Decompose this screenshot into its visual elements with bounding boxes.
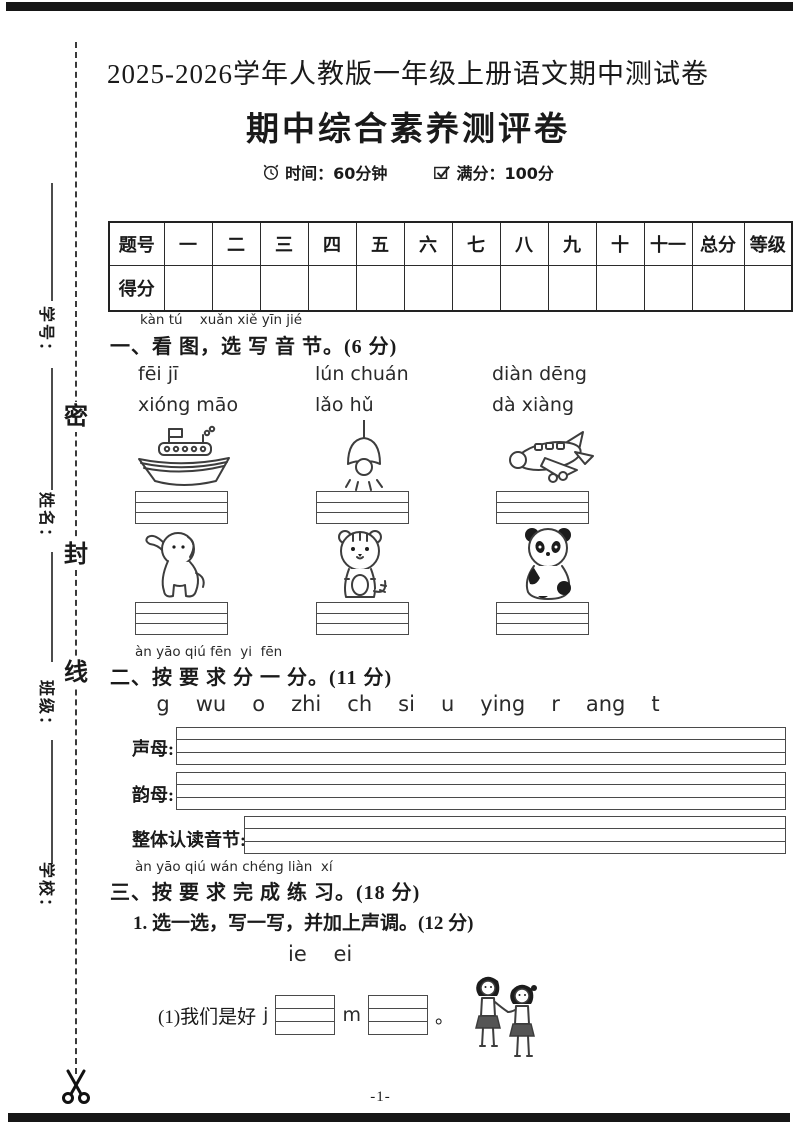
- answer-grid-panda: [496, 602, 589, 635]
- score-table-header-cell: 八: [499, 221, 549, 266]
- class-blank-line: [51, 552, 53, 662]
- score-table-header-cell: 题号: [108, 221, 165, 266]
- score-cell: [307, 265, 357, 312]
- q1-letter-j: j: [263, 1004, 269, 1026]
- score-table-header-cell: 等级: [743, 221, 793, 266]
- seal-char-xian: 线: [62, 658, 90, 688]
- answer-grid-ship: [135, 491, 228, 524]
- score-table-score-row: 得分: [108, 265, 793, 312]
- pendant-lamp-picture: [345, 420, 383, 491]
- score-cell: [403, 265, 453, 312]
- option-laohu: lǎo hǔ: [315, 394, 374, 416]
- school-blank-line: [51, 740, 53, 864]
- score-table-header-cell: 二: [211, 221, 261, 266]
- score-cell: [691, 265, 745, 312]
- score-cell: [163, 265, 213, 312]
- score-table-header-row: 题号 一 二 三 四 五 六 七 八 九 十 十一 总分 等级: [108, 221, 793, 266]
- full-score-label: 满分：100分: [456, 164, 554, 183]
- score-cell: [211, 265, 261, 312]
- scan-edge-top: [6, 2, 793, 11]
- score-table: 题号 一 二 三 四 五 六 七 八 九 十 十一 总分 等级 得分: [108, 221, 793, 312]
- course-title: 2025-2026学年人教版一年级上册语文期中测试卷: [107, 59, 709, 89]
- score-cell: [355, 265, 405, 312]
- alarm-clock-icon: [263, 164, 279, 180]
- answer-grid-elephant: [135, 602, 228, 635]
- score-cell: [643, 265, 693, 312]
- choice-bank-ie-ei: ie ei: [288, 942, 353, 966]
- section1-pinyin: kàn tú xuǎn xiě yīn jié: [140, 312, 303, 328]
- seal-char-mi: 密: [62, 402, 90, 432]
- score-cell: [595, 265, 645, 312]
- q1-prefix-text: (1)我们是好: [158, 1006, 257, 1028]
- option-xiongmao: xióng māo: [138, 394, 239, 416]
- q1-period: 。: [434, 1006, 454, 1028]
- score-table-header-cell: 总分: [691, 221, 745, 266]
- time-item: 时间：60分钟: [262, 160, 387, 184]
- score-cell: [743, 265, 793, 312]
- panda-picture: [525, 528, 571, 600]
- q1-blank-grid-1: [275, 995, 336, 1035]
- score-cell: [499, 265, 549, 312]
- score-table-header-cell: 一: [163, 221, 213, 266]
- school-label: 学校：: [37, 862, 54, 917]
- seal-char-feng: 封: [62, 540, 90, 570]
- whole-syllables-label: 整体认读音节:: [132, 830, 246, 850]
- score-table-header-cell: 四: [307, 221, 357, 266]
- initials-label: 声母:: [132, 739, 174, 759]
- exam-title: 期中综合素养测评卷: [246, 109, 570, 148]
- time-label: 时间：60分钟: [285, 164, 388, 183]
- finals-answer-grid: [176, 772, 786, 810]
- tiger-picture: [338, 530, 387, 598]
- full-score-item: 满分：100分: [433, 160, 554, 184]
- score-cell: [451, 265, 501, 312]
- score-table-header-cell: 十一: [643, 221, 693, 266]
- exam-meta-row: 时间：60分钟 满分：100分: [98, 160, 718, 184]
- score-cell: [259, 265, 309, 312]
- name-label: 姓名：: [37, 492, 54, 547]
- q1-letter-m: m: [342, 1004, 361, 1026]
- option-feiji: fēi jī: [138, 363, 179, 385]
- whole-syllables-answer-grid: [244, 816, 786, 854]
- question-1-row: (1)我们是好 j m 。: [158, 995, 454, 1035]
- name-blank-line: [51, 368, 53, 490]
- student-id-label: 学号：: [37, 306, 54, 361]
- answer-grid-tiger: [316, 602, 409, 635]
- section2-letter-bank: g wu o zhi ch si u ying r ang t: [156, 692, 660, 716]
- section1-heading: 一、看 图，选 写 音 节。(6 分): [110, 336, 398, 358]
- section3-pinyin: àn yāo qiú wán chéng liàn xí: [135, 859, 333, 875]
- score-table-header-cell: 五: [355, 221, 405, 266]
- section2-heading: 二、按 要 求 分 一 分。(11 分): [110, 667, 393, 689]
- ship-picture: [138, 425, 230, 486]
- section3-subquestion: 1. 选一选，写一写，并加上声调。(12 分): [133, 913, 474, 934]
- score-table-header-cell: 九: [547, 221, 597, 266]
- scan-edge-bottom: [8, 1113, 790, 1122]
- answer-grid-airplane: [496, 491, 589, 524]
- initials-answer-grid: [176, 727, 786, 765]
- score-table-header-cell: 三: [259, 221, 309, 266]
- score-table-header-cell: 六: [403, 221, 453, 266]
- airplane-picture: [509, 431, 594, 483]
- score-table-header-cell: 七: [451, 221, 501, 266]
- page-number: -1-: [370, 1089, 391, 1105]
- option-lunchuan: lún chuán: [315, 363, 409, 385]
- score-row-label: 得分: [108, 265, 165, 312]
- answer-grid-lamp: [316, 491, 409, 524]
- section3-heading: 三、按 要 求 完 成 练 习。(18 分): [110, 882, 421, 904]
- class-label: 班级：: [37, 680, 54, 735]
- q1-blank-grid-2: [367, 995, 428, 1035]
- elephant-picture: [145, 532, 205, 598]
- option-daxiang: dà xiàng: [492, 394, 575, 416]
- option-diandeng: diàn dēng: [492, 363, 587, 385]
- scissors-icon: [62, 1069, 90, 1104]
- finals-label: 韵母:: [132, 785, 174, 805]
- student-id-blank-line: [51, 183, 53, 301]
- check-square-icon: [434, 165, 451, 180]
- score-table-header-cell: 十: [595, 221, 645, 266]
- score-cell: [547, 265, 597, 312]
- two-girls-picture: [475, 976, 537, 1057]
- section2-pinyin: àn yāo qiú fēn yi fēn: [135, 644, 283, 660]
